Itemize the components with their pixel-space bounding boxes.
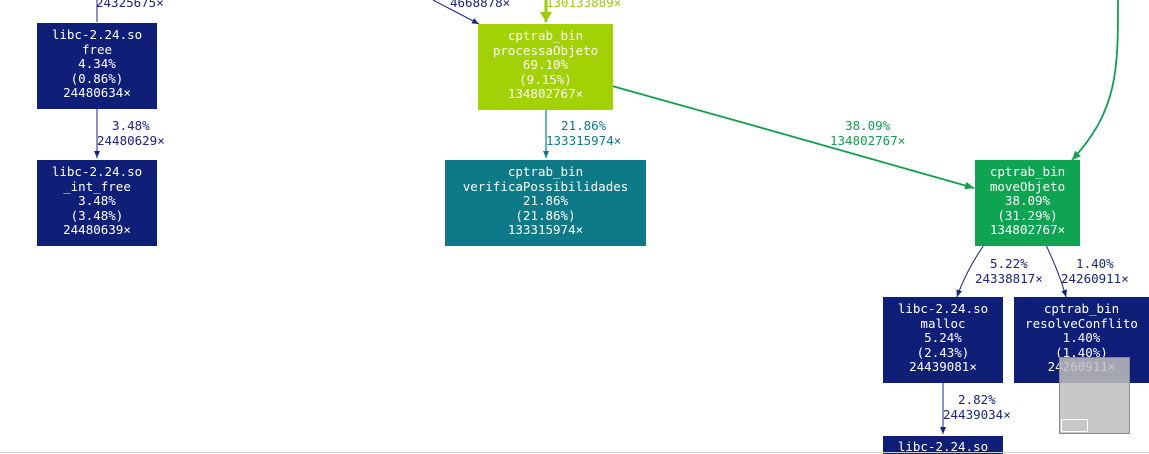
node-move-inclusive: 38.09% [1004, 193, 1051, 209]
overview-minimap[interactable] [1059, 357, 1130, 434]
node-int-free-self: (3.48%) [70, 207, 124, 223]
node-verifica-inclusive: 21.86% [522, 193, 569, 209]
edge-label-top-mid-calls: 4668878× [450, 0, 511, 10]
node-processa-module: cptrab_bin [507, 28, 584, 43]
edge-label-top-lime-calls: 130133889× [546, 0, 622, 10]
node-resolve-module: cptrab_bin [1043, 301, 1120, 316]
node-processa-objeto[interactable]: cptrab_bin processaObjeto 69.10% (9.15%)… [478, 24, 613, 110]
node-free-box [37, 23, 157, 109]
node-free-self: (0.86%) [70, 70, 124, 86]
node-malloc-calls: 24439081× [909, 359, 977, 375]
node-libc-bottom-box [883, 436, 1003, 454]
edge-label-malloc-to-libc-calls: 24439034× [943, 406, 1011, 422]
edge-label-top-left-calls: 24325675× [96, 0, 164, 10]
edge-label-move-to-malloc: 5.22% 24338817× [975, 256, 1043, 286]
edge-label-processa-to-move: 38.09% 134802767× [830, 118, 906, 148]
node-move-calls: 134802767× [989, 222, 1066, 238]
node-resolve-function: resolveConflito [1025, 315, 1138, 331]
node-malloc-inclusive: 5.24% [924, 330, 962, 346]
node-malloc-module: libc-2.24.so [897, 301, 989, 316]
edge-label-processa-to-move-calls: 134802767× [830, 132, 906, 148]
node-libc-bottom[interactable]: libc-2.24.so [883, 436, 1003, 454]
node-move-self: (31.29%) [997, 207, 1058, 223]
node-processa-calls: 134802767× [507, 86, 584, 102]
edge-from-above-to-move [1071, 0, 1119, 161]
edge-move-to-malloc [956, 244, 985, 298]
edge-label-top-left: 24325675× [96, 0, 164, 11]
node-move-module: cptrab_bin [989, 164, 1066, 179]
node-free-inclusive: 4.34% [78, 56, 116, 72]
edge-label-move-to-resolve-pct: 1.40% [1076, 256, 1114, 271]
edge-label-top-mid: 4668878× [450, 0, 510, 11]
node-processa-function: processaObjeto [492, 42, 599, 58]
node-processa-box [478, 24, 613, 110]
edge-processa-to-move [611, 85, 975, 190]
node-int-free-module: libc-2.24.so [51, 164, 143, 179]
minimap-viewport-handle[interactable] [1061, 419, 1088, 432]
node-int-free[interactable]: libc-2.24.so _int_free 3.48% (3.48%) 244… [37, 160, 157, 246]
node-malloc-box [883, 297, 1003, 383]
node-verifica-box [445, 160, 646, 246]
edge-label-move-to-resolve: 1.40% 24260911× [1061, 256, 1129, 286]
edge-label-move-to-malloc-pct: 5.22% [990, 256, 1028, 271]
node-malloc[interactable]: libc-2.24.so malloc 5.24% (2.43%) 244390… [883, 297, 1003, 383]
edge-label-free-to-int-free-calls: 24480629× [97, 132, 165, 148]
node-free[interactable]: libc-2.24.so free 4.34% (0.86%) 24480634… [37, 23, 157, 109]
edge-label-malloc-to-libc: 2.82% 24439034× [943, 392, 1011, 422]
edge-label-processa-to-move-pct: 38.09% [845, 118, 891, 133]
node-resolve-inclusive: 1.40% [1062, 330, 1101, 346]
node-free-calls: 24480634× [63, 85, 131, 101]
node-resolve-self: (1.40%) [1055, 344, 1108, 360]
node-verifica-possibilidades[interactable]: cptrab_bin verificaPossibilidades 21.86%… [445, 160, 646, 246]
edge-label-processa-to-verifica: 21.86% 133315974× [546, 118, 622, 148]
node-move-objeto[interactable]: cptrab_bin moveObjeto 38.09% (31.29%) 13… [975, 160, 1080, 246]
edge-label-processa-to-verifica-pct: 21.86% [561, 118, 607, 133]
edge-label-move-to-resolve-calls: 24260911× [1061, 270, 1129, 286]
node-int-free-box [37, 160, 157, 246]
edge-label-free-to-int-free: 3.48% 24480629× [97, 118, 165, 148]
node-verifica-module: cptrab_bin [507, 164, 584, 179]
node-processa-inclusive: 69.10% [522, 57, 569, 73]
node-verifica-self: (21.86%) [515, 207, 576, 223]
node-libc-bottom-module: libc-2.24.so [897, 439, 989, 454]
bottom-divider [0, 452, 1149, 453]
edge-move-to-resolve [1045, 244, 1068, 298]
node-malloc-function: malloc [920, 315, 966, 331]
node-int-free-calls: 24480639× [63, 222, 131, 238]
node-malloc-self: (2.43%) [916, 344, 970, 360]
edge-label-move-to-malloc-calls: 24338817× [975, 270, 1043, 286]
node-int-free-function: _int_free [63, 178, 131, 194]
node-int-free-inclusive: 3.48% [78, 193, 116, 209]
node-verifica-calls: 133315974× [507, 222, 584, 238]
node-move-box [975, 160, 1080, 246]
node-move-function: moveObjeto [989, 178, 1066, 194]
node-free-function: free [81, 41, 113, 57]
node-verifica-function: verificaPossibilidades [462, 178, 629, 194]
node-processa-self: (9.15%) [519, 71, 572, 87]
edge-label-processa-to-verifica-calls: 133315974× [546, 132, 622, 148]
node-free-module: libc-2.24.so [51, 27, 143, 42]
edge-label-malloc-to-libc-pct: 2.82% [958, 392, 996, 407]
edge-label-top-lime: 130133889× [546, 0, 621, 11]
edge-label-free-to-int-free-pct: 3.48% [112, 118, 150, 133]
edge-into-processa [432, 0, 480, 25]
